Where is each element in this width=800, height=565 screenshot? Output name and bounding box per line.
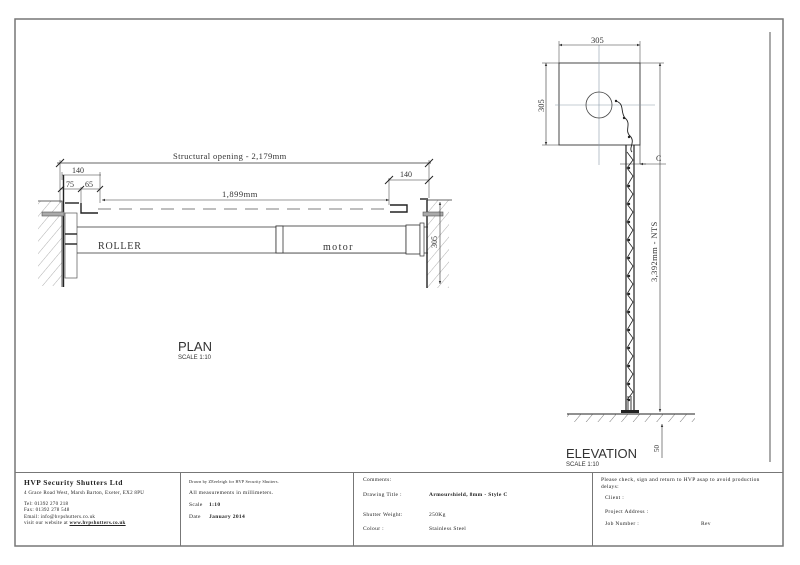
- elevation-dim-c: C: [656, 154, 661, 163]
- company-name: HVP Security Shutters Ltd: [24, 478, 123, 487]
- elevation-roller-circle: [585, 91, 613, 119]
- plan-dim-65: 65: [85, 180, 93, 189]
- client-label: Client :: [605, 495, 625, 501]
- approval-notice: Please check, sign and return to HVP asa…: [601, 477, 760, 490]
- sheet-border: [14, 18, 784, 547]
- rev-label: Rev: [701, 521, 711, 527]
- title-block-divider: [592, 472, 593, 546]
- elevation-dim-box-height: 305: [536, 99, 546, 112]
- company-tel: Tel: 01392 270 218: [24, 502, 69, 508]
- plan-roller-label: ROLLER: [98, 241, 142, 252]
- scale-label: Scale: [189, 502, 203, 508]
- plan-dim-left-140: 140: [72, 166, 84, 175]
- title-block-divider: [180, 472, 181, 546]
- shutter-weight-label: Shutter Weight:: [363, 512, 403, 518]
- company-fax: Fax: 01392 278 548: [24, 508, 70, 514]
- plan-view: ROLLER motor Structural opening - 2,179m…: [38, 151, 452, 361]
- elevation-dim-box-width: 305: [591, 35, 604, 45]
- plan-dim-structural-opening: Structural opening - 2,179mm: [173, 151, 287, 161]
- company-website-link[interactable]: www.hvpshutters.co.uk: [69, 520, 126, 526]
- elevation-dim-base: 50: [653, 445, 661, 453]
- plan-dim-75: 75: [66, 180, 74, 189]
- drawing-title-value: Armourshield, 8mm - Style C: [429, 492, 508, 498]
- elevation-scale: SCALE 1:10: [566, 462, 600, 468]
- drawing-title-label: Drawing Title :: [363, 492, 402, 498]
- elevation-roller-box: [558, 62, 641, 146]
- colour-label: Colour :: [363, 526, 384, 532]
- comments-label: Comments:: [363, 477, 392, 483]
- company-website-line: visit our website at www.hvpshutters.co.…: [24, 521, 172, 527]
- colour-value: Stainless Steel: [429, 526, 467, 532]
- scale-value: 1:10: [209, 502, 221, 508]
- company-website-prefix: visit our website at: [24, 520, 70, 526]
- plan-title: PLAN: [178, 339, 212, 354]
- drawing-details: Comments: Drawing Title : Armourshield, …: [354, 472, 592, 546]
- scale-row: Scale 1:10: [189, 502, 345, 508]
- plan-motor-label: motor: [323, 242, 354, 253]
- plan-dim-right-140: 140: [400, 170, 412, 179]
- drawn-by: Drawn by ZEeeleigh for HVP Security Shut…: [189, 479, 279, 484]
- plan-scale: SCALE 1:10: [178, 355, 212, 361]
- elevation-title: ELEVATION: [566, 446, 637, 461]
- plan-dim-clear-width: 1,899mm: [222, 189, 258, 199]
- company-address: 4 Grace Road West, Marsh Barton, Exeter,…: [24, 491, 145, 496]
- company-email: Email: info@hvpshutters.co.uk: [24, 514, 96, 520]
- company-info: HVP Security Shutters Ltd 4 Grace Road W…: [16, 472, 180, 546]
- job-number-label: Job Number :: [605, 521, 640, 527]
- elevation-view: 305 305 3,392mm - NTS C 50 ELEVATION SCA…: [536, 35, 695, 468]
- date-row: Date January 2014: [189, 514, 345, 520]
- elevation-shutter-curtain: [626, 151, 634, 401]
- title-block-divider: [353, 472, 354, 546]
- shutter-weight-value: 250Kg: [429, 512, 446, 518]
- drawing-info: Drawn by ZEeeleigh for HVP Security Shut…: [181, 472, 353, 546]
- plan-right-wall: [427, 200, 449, 288]
- approval-section: Please check, sign and return to HVP asa…: [593, 472, 783, 546]
- measurement-note: All measurements in millimeters.: [189, 490, 274, 496]
- elevation-dim-height: 3,392mm - NTS: [649, 221, 659, 282]
- project-address-label: Project Address :: [605, 509, 649, 515]
- date-label: Date: [189, 514, 201, 520]
- title-block: [15, 472, 783, 546]
- plan-dim-depth-305: 305: [430, 236, 439, 248]
- date-value: January 2014: [209, 514, 246, 520]
